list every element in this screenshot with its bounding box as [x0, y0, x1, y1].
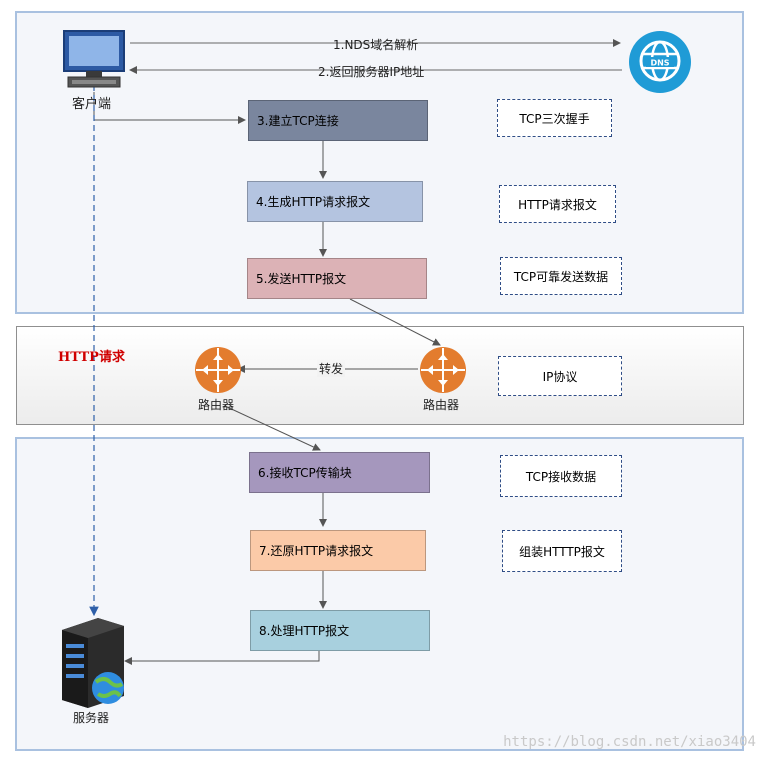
http-request-title: HTTP请求	[58, 350, 125, 365]
step5-to-router-arrow	[349, 298, 441, 346]
note-tcp-handshake: TCP三次握手	[497, 99, 612, 137]
note-assemble-http: 组装HTTTP报文	[502, 530, 622, 572]
server-label: 服务器	[73, 711, 110, 725]
step-generate-request: 4.生成HTTP请求报文	[247, 181, 423, 222]
dns-globe-icon: DNS	[628, 30, 692, 94]
note-tcp-receive: TCP接收数据	[500, 455, 622, 497]
router-icon-right	[419, 346, 467, 394]
step-restore-request: 7.还原HTTP请求报文	[250, 530, 426, 571]
step-receive-tcp: 6.接收TCP传输块	[249, 452, 430, 493]
forward-label: 转发	[317, 360, 346, 377]
dns-reply-label: 2.返回服务器IP地址	[318, 65, 425, 79]
network-panel	[16, 326, 744, 425]
svg-text:DNS: DNS	[650, 59, 669, 68]
note-ip-protocol: IP协议	[498, 356, 622, 396]
dns-query-label: 1.NDS域名解析	[333, 38, 419, 52]
step-send-message: 5.发送HTTP报文	[247, 258, 427, 299]
client-to-step3-arrow	[93, 92, 246, 124]
router-icon-left	[194, 346, 242, 394]
server-icon	[58, 616, 130, 708]
router-to-step6-arrow	[224, 405, 321, 451]
computer-icon	[62, 27, 126, 93]
note-http-request: HTTP请求报文	[499, 185, 616, 223]
step-process-message: 8.处理HTTP报文	[250, 610, 430, 651]
step8-to-server-arrow	[124, 651, 320, 665]
note-tcp-reliable: TCP可靠发送数据	[500, 257, 622, 295]
client-label: 客户端	[72, 97, 112, 112]
step-tcp-connect: 3.建立TCP连接	[248, 100, 428, 141]
router-left-label: 路由器	[198, 398, 235, 412]
watermark: https://blog.csdn.net/xiao3404	[503, 734, 756, 750]
router-right-label: 路由器	[423, 398, 460, 412]
